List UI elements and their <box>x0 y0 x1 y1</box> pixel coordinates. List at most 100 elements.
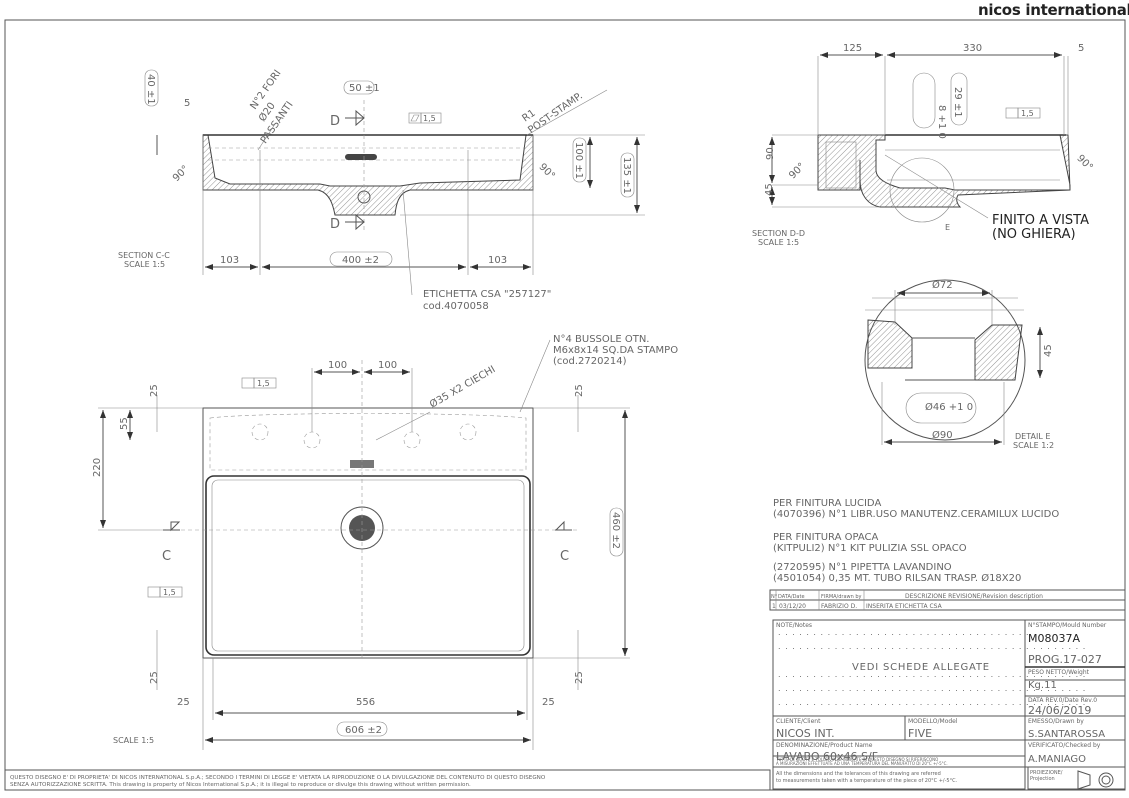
angle-90-dd-right: 90° <box>1074 153 1094 173</box>
weight-label: PESO NETTO/Weight <box>1028 669 1090 676</box>
date-label: DATA REV.0/Date Rev.0 <box>1028 697 1097 704</box>
finish-note-line2: (NO GHIERA) <box>992 227 1076 242</box>
dim-25-top-left: 25 <box>149 384 160 397</box>
dim-90: 90 <box>765 147 776 160</box>
detail-e-view: Ø72 45 Ø46 +1 0 Ø90 DETAIL E SCALE 1:2 <box>864 279 1054 450</box>
projection-symbol-icon <box>1077 770 1114 790</box>
dim-100-left: 100 <box>328 360 347 371</box>
angle-90-right: 90° <box>537 162 557 182</box>
notes-dotted-line: . . . . . . . . . . . . . . . . . . . . … <box>778 670 1086 679</box>
dim-100-right: 100 <box>378 360 397 371</box>
model-value: FIVE <box>908 727 932 740</box>
rev-header-no: N° <box>771 594 778 600</box>
plan-view: C C 100 100 25 25 55 220 460 ±2 25 25 25… <box>92 334 678 750</box>
projection-label-1: PROIEZIONE/ <box>1030 770 1063 776</box>
revision-table: N° DATA/Date FIRMA/drawn by DESCRIZIONE … <box>769 589 1126 611</box>
label-note-line2: cod.4070058 <box>423 301 489 312</box>
checked-label: VERIFICATO/Checked by <box>1028 742 1101 749</box>
plan-scale: SCALE 1:5 <box>113 736 154 745</box>
model-label: MODELLO/Model <box>908 718 958 725</box>
flatness-tolerance: 1,5 <box>423 114 436 123</box>
basin-section-profile <box>202 134 534 216</box>
bushing-note-line3: (cod.2720214) <box>553 356 627 367</box>
section-cc-scale: SCALE 1:5 <box>124 260 165 269</box>
flatness-top: 1,5 <box>257 379 270 388</box>
weight-value: Kg.11 <box>1028 680 1057 691</box>
section-mark-c-right: C <box>560 549 569 564</box>
notes-dotted-line: . . . . . . . . . . . . . . . . . . . . … <box>778 684 1086 693</box>
accessory-line: PER FINITURA OPACA <box>773 532 879 543</box>
angle-90-left: 90° <box>171 164 191 184</box>
copyright-line2: SENZA AUTORIZZAZIONE SCRITTA. This drawi… <box>10 782 471 788</box>
drawn-label: EMESSO/Drawn by <box>1028 718 1084 725</box>
copyright-line1: QUESTO DISEGNO E' DI PROPRIETA' DI NICOS… <box>10 775 546 781</box>
dim-25-margin-right: 25 <box>542 697 555 708</box>
detail-e-callout-circle <box>889 157 955 223</box>
dim-400: 400 ±2 <box>342 255 379 266</box>
dim-slot-50: 50 ±1 <box>349 83 380 94</box>
dim-25-bottom-right: 25 <box>574 671 585 684</box>
rev-header-drawn: FIRMA/drawn by <box>821 594 862 600</box>
overflow-slot <box>345 154 377 160</box>
prog-number: PROG.17-027 <box>1028 653 1102 666</box>
rev-no: 1 <box>772 603 776 610</box>
dim-d46: Ø46 +1 0 <box>925 401 973 413</box>
section-dd-title: SECTION D-D <box>752 229 805 238</box>
dim-45: 45 <box>764 183 775 196</box>
tolerance-it-1: TUTTE LE QUOTE E TOLLERANZE INDICATE IN … <box>775 757 938 762</box>
dim-125: 125 <box>843 43 862 54</box>
detail-e-scale: SCALE 1:2 <box>1013 441 1054 450</box>
dim-606: 606 ±2 <box>345 725 382 736</box>
dim-55: 55 <box>119 417 130 430</box>
angle-90-dd-left: 90° <box>787 161 807 181</box>
notes-dotted-line: . . . . . . . . . . . . . . . . . . . . … <box>778 642 1086 651</box>
client-label: CLIENTE/Client <box>776 718 821 725</box>
product-value: LAVABO 60x46 S/F <box>776 750 878 763</box>
rev-header-desc: DESCRIZIONE REVISIONE/Revision descripti… <box>905 593 1043 600</box>
dim-wall-5: 5 <box>184 98 190 109</box>
notes-label: NOTE/Notes <box>776 622 812 629</box>
tolerance-en-1: All the dimensions and the tolerances of… <box>776 771 941 777</box>
bushing-note-line1: N°4 BUSSOLE OTN. <box>553 334 649 345</box>
dim-rim-40: 40 ±1 <box>145 74 156 105</box>
dim-103-right: 103 <box>488 255 507 266</box>
dim-d90: Ø90 <box>932 429 953 441</box>
overflow-slot-plan <box>350 460 374 468</box>
notes-text: VEDI SCHEDE ALLEGATE <box>852 662 990 673</box>
dim-103-left: 103 <box>220 255 239 266</box>
drawn-value: S.SANTAROSSA <box>1028 729 1105 740</box>
section-mark-d-top: D <box>330 114 340 129</box>
dim-29: 29 ±1 <box>952 87 963 118</box>
client-value: NICOS INT. <box>776 727 835 740</box>
flatness-tolerance-dd: 1,5 <box>1021 109 1034 118</box>
dim-460: 460 ±2 <box>610 512 621 549</box>
accessory-line: (4501054) 0,35 MT. TUBO RILSAN TRASP. Ø1… <box>773 572 1021 584</box>
tolerance-en-2: to measurements taken with a temperature… <box>776 778 958 784</box>
section-dd-view: E 125 330 5 8 +1 0 29 ±1 1,5 90 45 90° 9… <box>752 43 1095 247</box>
blind-holes-note: Ø35 X2 CIECHI <box>428 363 498 410</box>
basin-outline <box>202 407 534 659</box>
dim-556: 556 <box>356 697 375 708</box>
rev-header-date: DATA/Date <box>778 594 805 600</box>
rev-desc: INSERITA ETICHETTA CSA <box>866 603 943 610</box>
accessory-line: (4070396) N°1 LIBR.USO MANUTENZ.CERAMILU… <box>773 509 1059 520</box>
detail-e-title: DETAIL E <box>1015 432 1050 441</box>
dim-330: 330 <box>963 43 982 54</box>
basin-bowl <box>205 475 531 656</box>
section-dd-scale: SCALE 1:5 <box>758 238 799 247</box>
section-mark-d-bottom: D <box>330 217 340 232</box>
mould-label: N°STAMPO/Mould Number <box>1028 622 1107 629</box>
accessory-line: (2720595) N°1 PIPETTA LAVANDINO <box>773 562 952 573</box>
detail-mark-e: E <box>945 223 950 232</box>
projection-label-2: Projection <box>1030 776 1055 782</box>
product-label: DENOMINAZIONE/Product Name <box>776 742 873 749</box>
section-dd-profile <box>817 134 1071 208</box>
dim-depth-100: 100 ±1 <box>573 142 584 179</box>
rev-date: 03/12/20 <box>779 603 806 610</box>
section-mark-c-left: C <box>162 549 171 564</box>
notes-dotted-line: . . . . . . . . . . . . . . . . . . . . … <box>778 628 1030 637</box>
dim-45-detail: 45 <box>1043 344 1054 357</box>
dim-d72: Ø72 <box>932 279 953 291</box>
accessories-notes: PER FINITURA LUCIDA (4070396) N°1 LIBR.U… <box>773 498 1059 584</box>
